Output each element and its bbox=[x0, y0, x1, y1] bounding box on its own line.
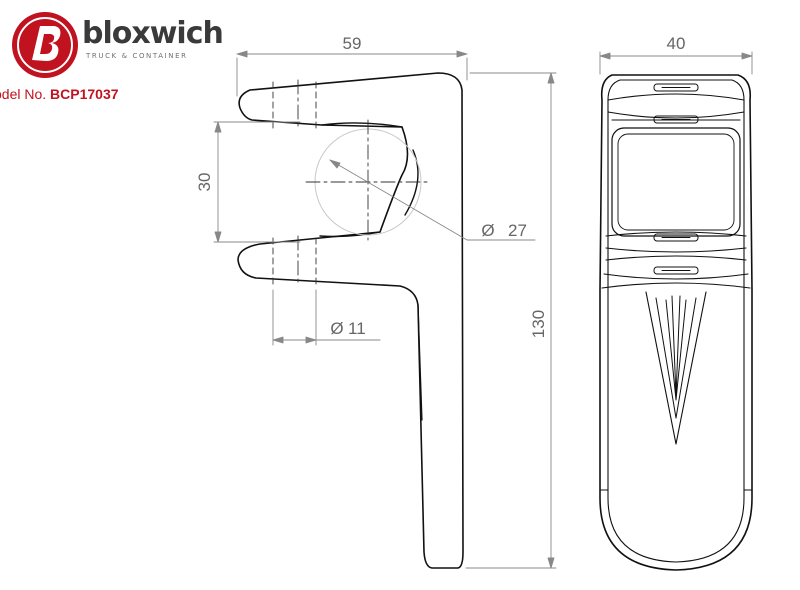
dim-small-diameter: Ø 11 bbox=[330, 319, 365, 338]
bloxwich-logo bbox=[12, 12, 78, 78]
dim-slot-gap: 30 bbox=[195, 173, 214, 192]
diameter-symbol-11: Ø bbox=[330, 319, 343, 338]
brand-name: bloxwich bbox=[82, 16, 224, 51]
dim-hole-diameter-value: 27 bbox=[508, 221, 527, 240]
diameter-symbol-27: Ø bbox=[481, 221, 494, 240]
dim-hole-diameter: Ø 27 bbox=[481, 221, 527, 240]
dim-width-side: 59 bbox=[343, 34, 362, 53]
dim-width-front: 40 bbox=[667, 34, 686, 53]
dim-height: 130 bbox=[529, 310, 548, 338]
brand-tagline: TRUCK & CONTAINER bbox=[86, 52, 188, 60]
side-view-outline bbox=[237, 72, 464, 569]
side-view-dimensions bbox=[213, 50, 557, 569]
side-view bbox=[237, 72, 464, 569]
model-number-label: odel No. BCP17037 bbox=[0, 86, 119, 102]
front-view-outline bbox=[599, 74, 753, 571]
front-view-dimensions bbox=[599, 51, 753, 75]
model-number: BCP17037 bbox=[50, 86, 119, 102]
dim-small-diameter-value: 11 bbox=[348, 319, 366, 338]
front-view bbox=[599, 74, 753, 571]
model-prefix: odel No. bbox=[0, 86, 47, 102]
